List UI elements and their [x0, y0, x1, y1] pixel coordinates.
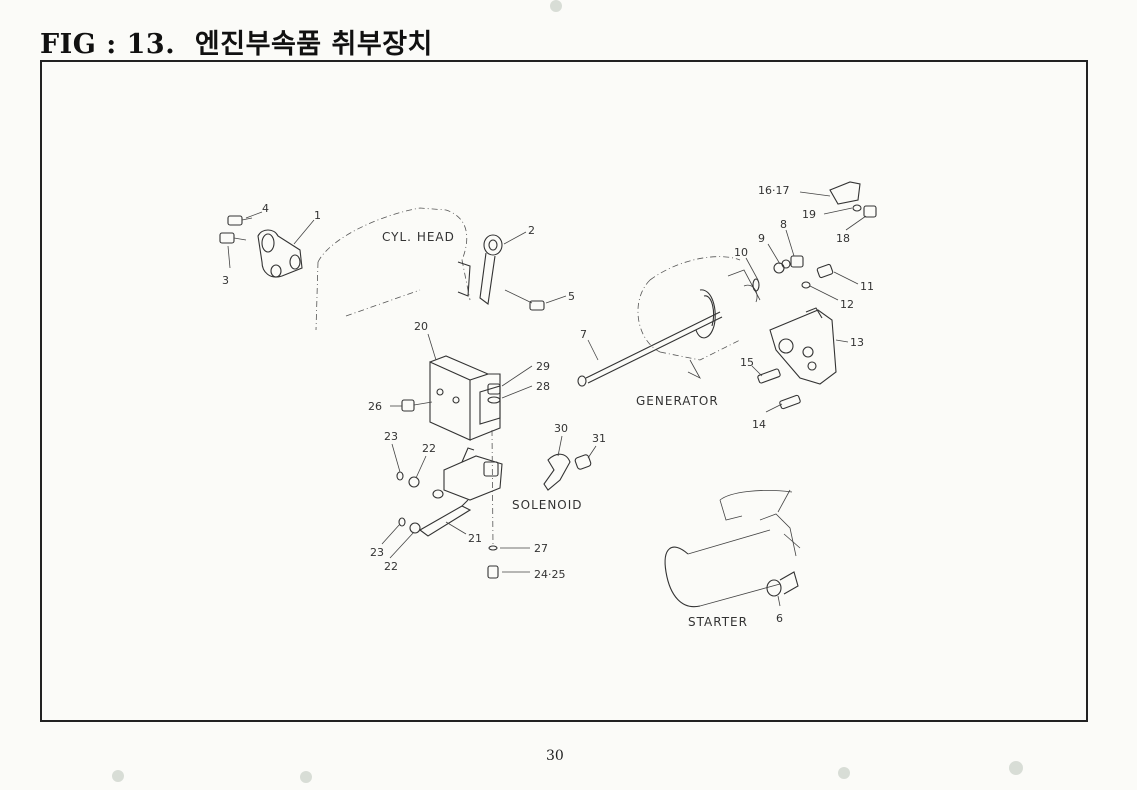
callout-28: 28 [536, 380, 550, 393]
part-2-harness-bracket [457, 234, 503, 305]
callout-22-upper: 22 [422, 442, 436, 455]
part-22-23-washers-upper [396, 471, 420, 488]
callout-23-lower: 23 [370, 546, 384, 559]
callout-8: 8 [780, 218, 787, 231]
part-solenoid-plate [432, 447, 503, 501]
page-number: 30 [546, 748, 564, 764]
callout-27: 27 [534, 542, 548, 555]
part-14-15-bolts [757, 368, 801, 410]
callout-16-17: 16·17 [758, 184, 790, 197]
part-1-lifting-bracket [257, 229, 303, 278]
callout-23-upper: 23 [384, 430, 398, 443]
callout-9: 9 [758, 232, 765, 245]
leader-lines [227, 191, 867, 607]
callout-21: 21 [468, 532, 482, 545]
callout-4: 4 [262, 202, 269, 215]
part-13-adjust-bracket [769, 307, 837, 385]
label-generator: GENERATOR [636, 394, 719, 408]
callout-22-lower: 22 [384, 560, 398, 573]
label-starter: STARTER [688, 615, 748, 629]
callout-20: 20 [414, 320, 428, 333]
callout-31: 31 [592, 432, 606, 445]
generator-body [637, 256, 761, 379]
part-5-bolt [504, 289, 545, 311]
part-28-29-nut-washer [487, 383, 501, 404]
starter-motor [664, 489, 801, 608]
part-21-link [419, 499, 472, 537]
label-solenoid: SOLENOID [512, 498, 583, 512]
scan-blemishes [112, 0, 1023, 783]
callout-13: 13 [850, 336, 864, 349]
part-24-25-27-bolt-washer [487, 429, 499, 579]
part-26-bolt [401, 399, 433, 412]
diagram-frame [40, 60, 1088, 722]
part-30-31-solenoid-clamp [543, 453, 592, 491]
figure-title: FIG : 13. 엔진부속품 취부장치 [40, 22, 433, 61]
callout-1: 1 [314, 209, 321, 222]
callout-3: 3 [222, 274, 229, 287]
figure-number: FIG : 13. [40, 29, 176, 60]
callout-24-25: 24·25 [534, 568, 566, 581]
part-7-through-bolt [577, 311, 723, 387]
callout-2: 2 [528, 224, 535, 237]
callout-5: 5 [568, 290, 575, 303]
cylinder-head-outline [315, 207, 471, 331]
label-cyl-head: CYL. HEAD [382, 230, 455, 244]
callout-12: 12 [840, 298, 854, 311]
callout-10: 10 [734, 246, 748, 259]
callout-29: 29 [536, 360, 550, 373]
callout-11: 11 [860, 280, 874, 293]
callout-30: 30 [554, 422, 568, 435]
part-6-starter-bolt [766, 571, 799, 597]
callout-7: 7 [580, 328, 587, 341]
callout-15: 15 [740, 356, 754, 369]
figure-title-korean: 엔진부속품 취부장치 [194, 29, 433, 60]
callout-14: 14 [752, 418, 766, 431]
part-3-4-bolts [219, 215, 253, 244]
callout-26: 26 [368, 400, 382, 413]
callout-19: 19 [802, 208, 816, 221]
callout-6: 6 [776, 612, 783, 625]
part-16-17-18-19-clip [829, 181, 877, 218]
part-22-23-washers-lower [398, 517, 421, 534]
part-11-12-bolt-washer [801, 263, 834, 289]
callout-18: 18 [836, 232, 850, 245]
